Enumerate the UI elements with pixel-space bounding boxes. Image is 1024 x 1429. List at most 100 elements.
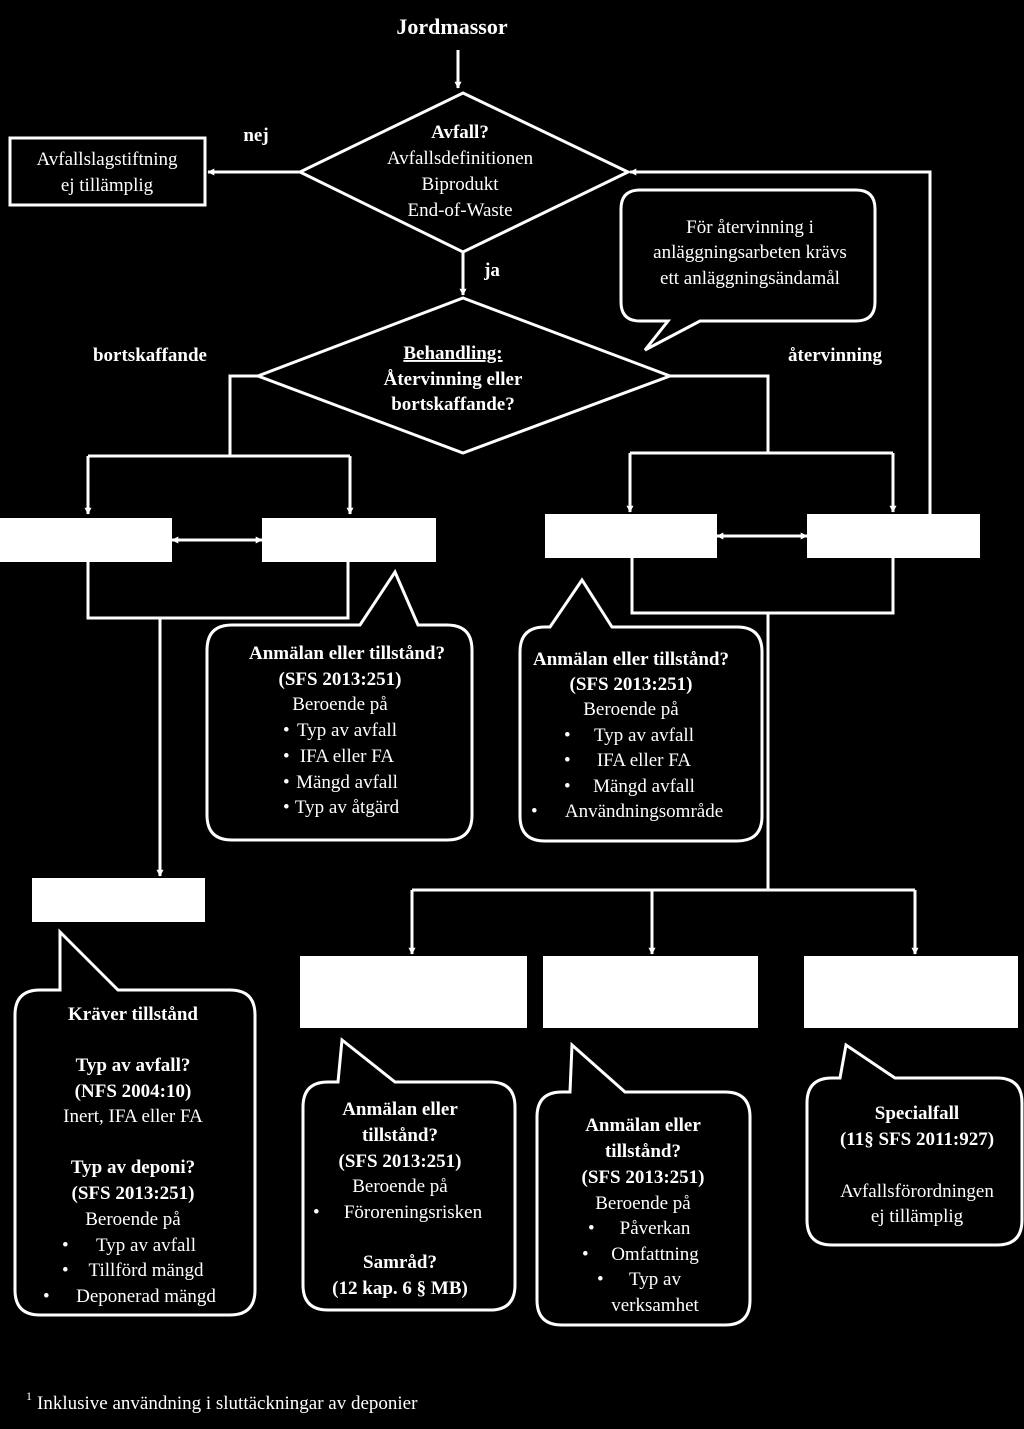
branch2-title: Anmälan eller — [585, 1115, 701, 1136]
branch1-ref: (SFS 2013:251) — [339, 1151, 462, 1172]
recovery-permit-bullet: Mängd avfall — [593, 776, 695, 797]
recovery-purpose-line: anläggningsarbeten krävs — [653, 242, 847, 263]
line-disposal — [228, 374, 258, 455]
box-recovery-1 — [545, 514, 717, 558]
branch2-intro: Beroende på — [595, 1193, 691, 1214]
special-line: ej tillämplig — [871, 1206, 964, 1227]
landfill-bullet: Typ av avfall — [96, 1235, 196, 1256]
footnote: Inklusive användning i sluttäckningar av… — [37, 1393, 418, 1414]
branch1-bullet: Föroreningsrisken — [344, 1202, 483, 1223]
disposal-permit-bullet: IFA eller FA — [300, 746, 395, 767]
footnote-mark: 1 — [26, 1389, 32, 1403]
blank-boxes — [0, 514, 1018, 1028]
disposal-permit-bullet: Typ av avfall — [297, 720, 397, 741]
decision-treatment-title: Behandling: — [403, 343, 502, 364]
box-branch-3 — [804, 956, 1018, 1028]
recovery-permit-bullet: IFA eller FA — [597, 750, 692, 771]
landfill-q1-answer: Inert, IFA eller FA — [63, 1106, 203, 1127]
decision-treatment-line: bortskaffande? — [391, 394, 515, 415]
shapes — [8, 91, 1024, 1327]
disposal-permit-title: Anmälan eller tillstånd? — [249, 643, 445, 664]
bullet-icon: • — [564, 750, 571, 771]
bullet-icon: • — [62, 1235, 69, 1256]
box-landfill — [32, 878, 205, 922]
decision-treatment-line: Återvinning eller — [384, 369, 523, 390]
not-applicable-line: ej tillämplig — [61, 175, 154, 196]
label-no: nej — [243, 125, 268, 146]
branch2-bullet: Påverkan — [620, 1218, 691, 1239]
box-branch-1 — [300, 956, 527, 1028]
start-label: Jordmassor — [396, 14, 507, 39]
bullet-icon: • — [62, 1260, 69, 1281]
label-yes: ja — [483, 260, 500, 281]
recovery-purpose-line: För återvinning i — [686, 217, 814, 238]
landfill-q1-ref: (NFS 2004:10) — [75, 1081, 192, 1102]
line-recovery-join — [630, 558, 895, 615]
label-disposal: bortskaffande — [93, 345, 207, 366]
decision-waste-title: Avfall? — [431, 122, 489, 143]
bullet-icon: • — [588, 1218, 595, 1239]
landfill-q1: Typ av avfall? — [76, 1055, 191, 1076]
decision-waste-line: End-of-Waste — [407, 200, 512, 221]
decision-waste-line: Avfallsdefinitionen — [387, 148, 534, 169]
recovery-permit-intro: Beroende på — [583, 699, 679, 720]
branch1-q2: Samråd? — [363, 1252, 437, 1273]
branch1-q2-ref: (12 kap. 6 § MB) — [332, 1278, 468, 1299]
branch2-bullet-cont: verksamhet — [611, 1295, 699, 1316]
box-branch-2 — [543, 956, 758, 1028]
landfill-heading: Kräver tillstånd — [68, 1004, 198, 1025]
bubble-special — [805, 1042, 1024, 1247]
box-disposal-2 — [262, 518, 436, 562]
bullet-icon: • — [531, 801, 538, 822]
bubble-branch-1 — [301, 1037, 517, 1312]
line-disposal-join — [86, 562, 350, 620]
recovery-permit-ref: (SFS 2013:251) — [570, 674, 693, 695]
bubble-branch-2 — [535, 1041, 752, 1327]
decision-treatment — [253, 296, 675, 455]
landfill-bullet: Tillförd mängd — [89, 1260, 204, 1281]
branch2-bullet: Typ av — [629, 1269, 681, 1290]
box-recovery-2 — [807, 514, 980, 558]
label-recovery: återvinning — [788, 345, 882, 366]
arrow-loop-back — [629, 168, 932, 514]
bullet-icon: • — [43, 1286, 50, 1307]
bubble-landfill — [13, 928, 257, 1317]
bullet-icon: • — [564, 725, 571, 746]
bubble-disposal-permit — [205, 568, 474, 842]
landfill-bullet: Deponerad mängd — [76, 1286, 216, 1307]
disposal-permit-ref: (SFS 2013:251) — [279, 669, 402, 690]
connectors — [84, 50, 932, 955]
recovery-permit-bullet: Typ av avfall — [594, 725, 694, 746]
landfill-intro: Beroende på — [85, 1209, 181, 1230]
disposal-permit-bullet: Typ av åtgärd — [295, 797, 400, 818]
bubble-recovery-permit — [518, 577, 764, 843]
branch1-intro: Beroende på — [352, 1176, 448, 1197]
special-line: Avfallsförordningen — [840, 1181, 994, 1202]
special-ref: (11§ SFS 2011:927) — [840, 1129, 994, 1150]
special-title: Specialfall — [875, 1103, 959, 1124]
disposal-permit-bullet: Mängd avfall — [296, 772, 398, 793]
bullet-icon: • — [283, 797, 290, 818]
branch2-title: tillstånd? — [605, 1141, 681, 1162]
box-not-applicable — [8, 136, 207, 207]
bullet-icon: • — [564, 776, 571, 797]
disposal-permit-intro: Beroende på — [292, 694, 388, 715]
bullet-icon: • — [283, 746, 290, 767]
recovery-permit-title: Anmälan eller tillstånd? — [533, 649, 729, 670]
bubble-recovery-purpose — [619, 188, 877, 352]
recovery-purpose-line: ett anläggningsändamål — [660, 268, 840, 289]
not-applicable-line: Avfallslagstiftning — [36, 149, 178, 170]
bullet-icon: • — [597, 1269, 604, 1290]
branch1-title: tillstånd? — [362, 1125, 438, 1146]
recovery-permit-bullet: Användningsområde — [565, 801, 723, 822]
bullet-icon: • — [582, 1244, 589, 1265]
line-recovery — [670, 374, 770, 453]
landfill-q2: Typ av deponi? — [71, 1157, 195, 1178]
bullet-icon: • — [313, 1202, 320, 1223]
decision-waste-line: Biprodukt — [421, 174, 499, 195]
bullet-icon: • — [283, 720, 290, 741]
branch2-ref: (SFS 2013:251) — [582, 1167, 705, 1188]
branch1-title: Anmälan eller — [342, 1099, 458, 1120]
branch2-bullet: Omfattning — [611, 1244, 699, 1265]
